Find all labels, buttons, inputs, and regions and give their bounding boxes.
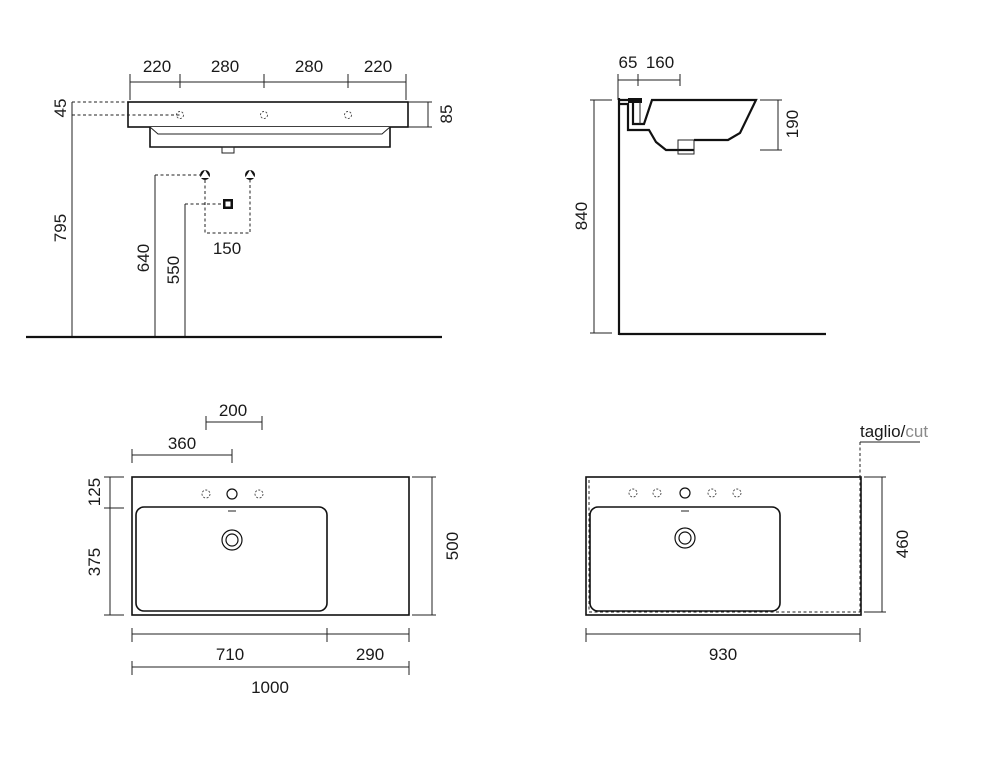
top-view: 200 360 125 375 500 710 290 [85, 401, 462, 697]
cut-basin-bowl [589, 506, 781, 612]
top-shelf-width-290: 290 [356, 645, 384, 664]
front-width-4: 220 [364, 57, 392, 76]
side-wall-offset-65: 65 [619, 53, 638, 72]
top-hole-distance-360: 360 [168, 434, 196, 453]
front-width-2: 280 [211, 57, 239, 76]
top-total-width-1000: 1000 [251, 678, 289, 697]
cut-view: taglio/cut 460 930 [585, 422, 928, 664]
cut-width-930: 930 [709, 645, 737, 664]
front-tap-spacing-150: 150 [213, 239, 241, 258]
top-total-depth-500: 500 [443, 532, 462, 560]
front-height-795: 795 [51, 214, 70, 242]
top-basin-depth-375: 375 [85, 548, 104, 576]
front-drain-550: 550 [164, 256, 183, 284]
front-basin-top [127, 101, 409, 128]
side-basin-depth-190: 190 [783, 110, 802, 138]
side-depth-160: 160 [646, 53, 674, 72]
front-basin-bowl [149, 127, 391, 148]
side-total-height-840: 840 [572, 202, 591, 230]
front-offset-45: 45 [51, 99, 70, 118]
top-rear-band-125: 125 [85, 478, 104, 506]
front-width-1: 220 [143, 57, 171, 76]
front-top-height-85: 85 [437, 105, 456, 124]
top-basin-bowl [135, 506, 328, 612]
cut-label: taglio/cut [860, 422, 928, 441]
top-basin-width-710: 710 [216, 645, 244, 664]
cut-depth-460: 460 [893, 530, 912, 558]
front-view: 220 280 280 220 45 85 795 [26, 57, 456, 339]
front-supply-640: 640 [134, 244, 153, 272]
front-width-3: 280 [295, 57, 323, 76]
top-hole-offset-200: 200 [219, 401, 247, 420]
side-view: 65 160 190 840 [572, 53, 826, 336]
